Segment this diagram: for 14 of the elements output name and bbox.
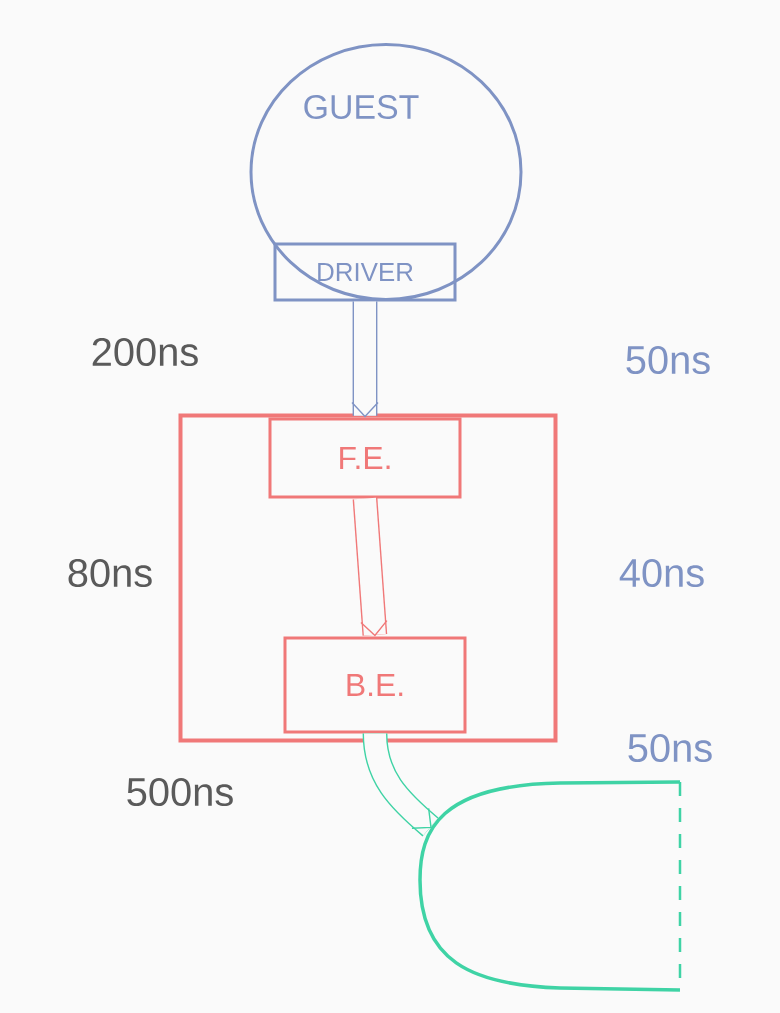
be-box: B.E.	[283, 636, 467, 734]
timing-label: 50ns	[626, 345, 710, 375]
arrow	[362, 732, 439, 837]
arrow	[352, 497, 388, 637]
fe-box: F.E.	[268, 417, 462, 499]
d-shape	[418, 780, 682, 992]
timing-label: 50ns	[628, 733, 712, 763]
driver-box: DRIVER	[273, 242, 457, 302]
arrow	[351, 301, 379, 418]
timing-label: 500ns	[127, 777, 233, 807]
timing-label: 40ns	[619, 558, 704, 588]
timing-label: 200ns	[92, 337, 198, 367]
frame-box	[178, 413, 558, 743]
timing-label: 80ns	[68, 558, 152, 588]
